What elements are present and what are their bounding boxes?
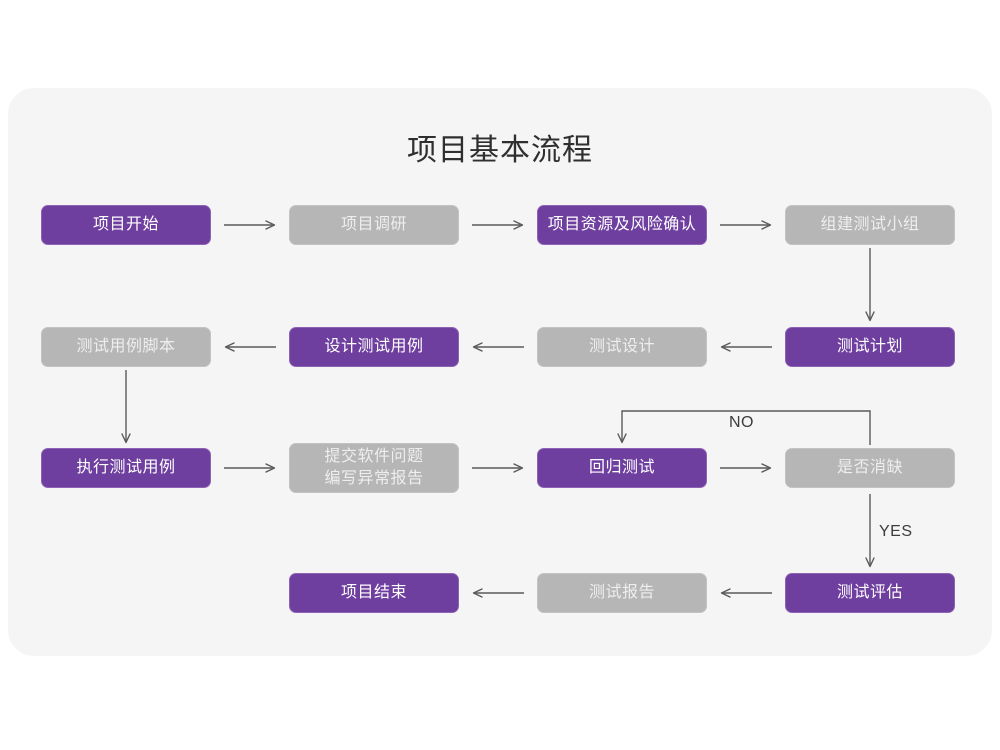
node-test-design[interactable]: 测试设计 <box>537 327 707 367</box>
node-project-research[interactable]: 项目调研 <box>289 205 459 245</box>
node-project-start[interactable]: 项目开始 <box>41 205 211 245</box>
node-defect-cleared[interactable]: 是否消缺 <box>785 448 955 488</box>
node-test-report[interactable]: 测试报告 <box>537 573 707 613</box>
node-execute-test-case[interactable]: 执行测试用例 <box>41 448 211 488</box>
edge-label-yes: YES <box>879 523 913 540</box>
node-test-case-script[interactable]: 测试用例脚本 <box>41 327 211 367</box>
edge-label-no: NO <box>729 414 754 431</box>
node-test-evaluation[interactable]: 测试评估 <box>785 573 955 613</box>
node-resource-risk-confirm[interactable]: 项目资源及风险确认 <box>537 205 707 245</box>
node-test-plan[interactable]: 测试计划 <box>785 327 955 367</box>
node-submit-issue-report[interactable]: 提交软件问题 编写异常报告 <box>289 443 459 493</box>
node-regression-test[interactable]: 回归测试 <box>537 448 707 488</box>
flowchart-card <box>8 88 992 656</box>
page-title: 项目基本流程 <box>407 134 593 167</box>
node-design-test-case[interactable]: 设计测试用例 <box>289 327 459 367</box>
node-build-test-team[interactable]: 组建测试小组 <box>785 205 955 245</box>
node-project-end[interactable]: 项目结束 <box>289 573 459 613</box>
